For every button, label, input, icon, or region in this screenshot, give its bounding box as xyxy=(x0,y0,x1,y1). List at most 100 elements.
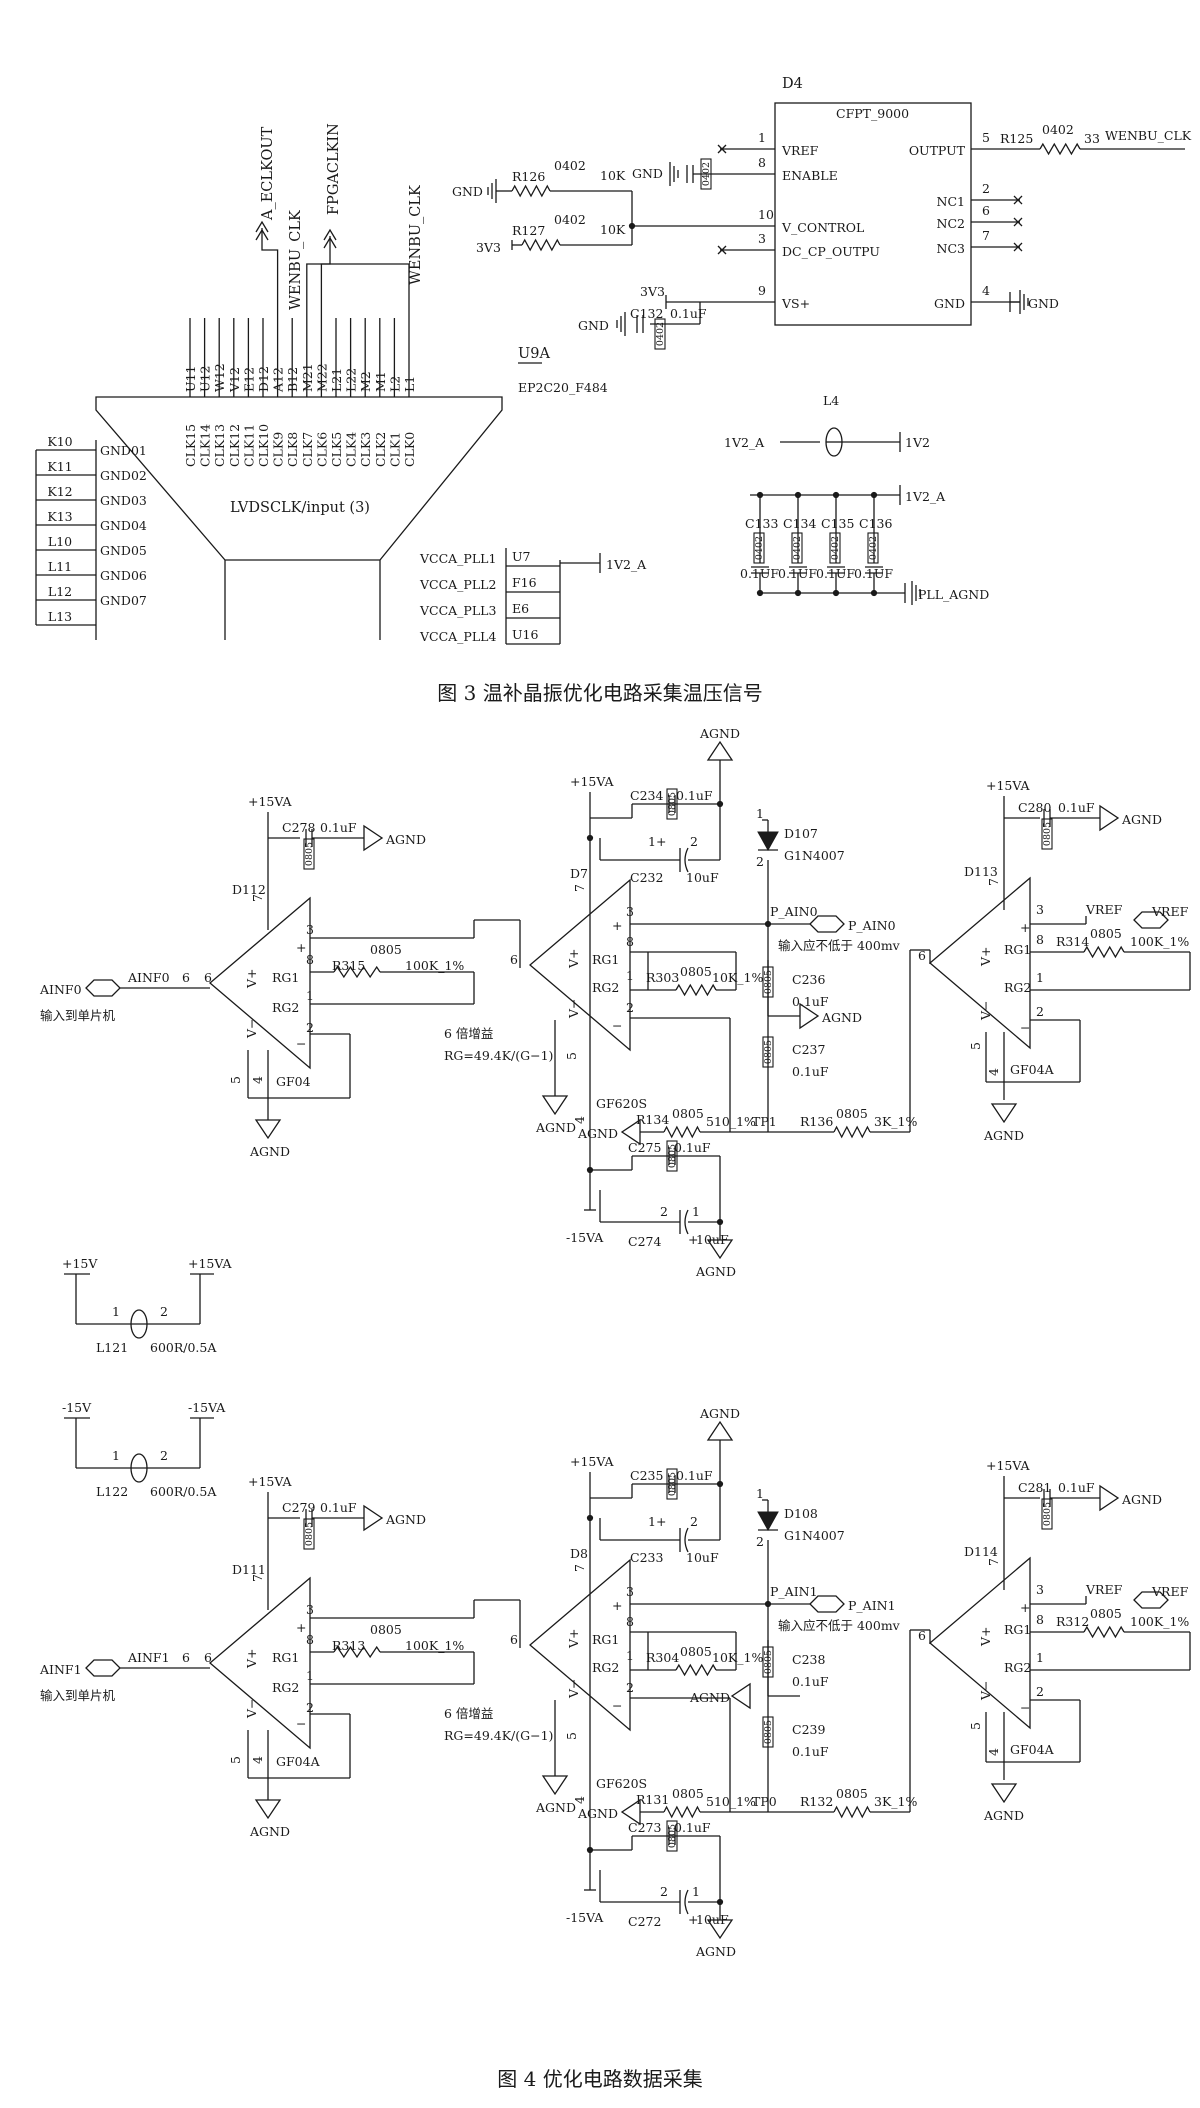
pin-name: V+ xyxy=(978,946,993,967)
fpga-clk-pin: CLK15 xyxy=(183,424,198,467)
ground-icon xyxy=(487,179,497,203)
pin-number: 4 xyxy=(986,1748,1001,1756)
pin-number: 3 xyxy=(306,922,314,937)
capacitor-ref: C279 xyxy=(282,1500,315,1515)
fpga-clk-pin: CLK7 xyxy=(300,432,315,467)
capacitor-polarity: + xyxy=(688,1232,698,1247)
package-tag xyxy=(867,532,879,564)
junction-dot xyxy=(794,491,802,499)
amp-ref: D112 xyxy=(232,882,266,897)
net-label: AGND xyxy=(699,1406,740,1421)
net-label: -15VA xyxy=(566,1910,604,1925)
pin-name: VS+ xyxy=(781,296,810,311)
net-label: GND xyxy=(578,318,609,333)
pin-name: NC3 xyxy=(937,241,966,256)
gain-formula: RG=49.4K/(G−1) xyxy=(444,1728,553,1743)
pin-number: 2 xyxy=(690,834,698,849)
pin-number: 8 xyxy=(306,1632,314,1647)
ferrite-bead-icon xyxy=(130,1453,148,1483)
pin-name: − xyxy=(296,1036,306,1051)
resistor-value: 100K_1% xyxy=(405,1638,464,1653)
package-tag xyxy=(762,1716,774,1748)
package-label: 0805 xyxy=(672,1106,704,1121)
pin-number: 2 xyxy=(690,1514,698,1529)
package-tag xyxy=(666,1140,678,1172)
junction-dot xyxy=(628,222,636,230)
wire xyxy=(717,245,727,255)
resistor-value: 10K_1% xyxy=(712,970,763,985)
net-label: 3V3 xyxy=(640,284,665,299)
net-label: +15VA xyxy=(248,1474,293,1489)
capacitor-ref: C134 xyxy=(783,516,816,531)
pin-number: 5 xyxy=(228,1076,243,1084)
agnd-symbol xyxy=(1099,1484,1120,1512)
capacitor-ref: C278 xyxy=(282,820,315,835)
package-label: 0805 xyxy=(680,1644,712,1659)
pin-name: V− xyxy=(244,1698,259,1719)
net-label: -15VA xyxy=(566,1230,604,1245)
resistor-symbol xyxy=(833,1125,871,1139)
fpga-clock-bank xyxy=(95,396,503,561)
pin-number: 1 xyxy=(626,1648,634,1663)
net-label: WENBU_CLK xyxy=(288,209,304,310)
pin-number: 1 xyxy=(306,1668,314,1683)
pin-name: V+ xyxy=(244,968,259,989)
capacitor-polarity: + xyxy=(688,1912,698,1927)
net-label: +15VA xyxy=(248,794,293,809)
fpga-pin-number: M21 xyxy=(300,363,315,392)
pin-name: V− xyxy=(978,1680,993,1701)
gnd-pin-name: GND07 xyxy=(100,593,147,608)
instrumentation-amp xyxy=(528,1558,631,1732)
amp-part: GF04 xyxy=(276,1074,311,1089)
ground-icon xyxy=(911,581,921,605)
pin-name: VREF xyxy=(781,143,819,158)
pin-name: V− xyxy=(244,1018,259,1039)
pin-number: 6 xyxy=(918,948,926,963)
net-port xyxy=(85,979,121,997)
capacitor-value: 0.1UF xyxy=(740,566,779,581)
pll-pin-name: VCCA_PLL3 xyxy=(419,603,496,618)
package-tag xyxy=(700,158,712,190)
fpga-pin-number: E12 xyxy=(241,367,256,392)
package-tag xyxy=(666,788,678,820)
amp-ref: D8 xyxy=(570,1546,588,1561)
net-label: GND xyxy=(632,166,663,181)
fpga-pin-number: K10 xyxy=(47,434,72,449)
fpga-bank-label: LVDSCLK/input (3) xyxy=(230,500,370,516)
net-label: VREF xyxy=(1085,902,1123,917)
output-buffer-amp xyxy=(928,876,1031,1050)
wire xyxy=(1013,242,1023,252)
pin-name: OUTPUT xyxy=(909,143,966,158)
pin-number: 7 xyxy=(250,894,265,902)
capacitor-value: 0.1uF xyxy=(320,820,357,835)
agnd-symbol xyxy=(706,1919,734,1940)
pin-name: − xyxy=(296,1716,306,1731)
pin-number: 3 xyxy=(1036,1582,1044,1597)
figure-3: LVDSCLK/input (3)U9AEP2C20_F484U11CLK15U… xyxy=(35,76,1192,705)
ground-icon xyxy=(616,312,626,336)
resistor-ref: R304 xyxy=(646,1650,679,1665)
agnd-symbol xyxy=(254,1119,282,1140)
resistor-symbol xyxy=(333,1645,381,1659)
capacitor-ref: C281 xyxy=(1018,1480,1051,1495)
fpga-pin-number: U16 xyxy=(512,627,538,642)
pin-number: 5 xyxy=(228,1756,243,1764)
agnd-symbol xyxy=(730,1682,751,1710)
net-label: P_AIN1 xyxy=(848,1598,896,1613)
junction-dot xyxy=(716,800,724,808)
agnd-symbol xyxy=(363,824,384,852)
resistor-value: 3K_1% xyxy=(874,1114,917,1129)
net-label: AINF1 xyxy=(127,1650,170,1665)
package-label: 0805 xyxy=(667,1144,678,1168)
package-tag xyxy=(666,1820,678,1852)
gain-formula: RG=49.4K/(G−1) xyxy=(444,1048,553,1063)
fpga-pin-number: M2 xyxy=(358,371,373,392)
resistor-value: 10K xyxy=(600,222,626,237)
resistor-symbol xyxy=(675,1663,717,1677)
net-port xyxy=(809,915,845,933)
net-port xyxy=(1133,911,1169,929)
amp-part: GF620S xyxy=(596,1776,647,1791)
resistor-symbol xyxy=(1083,945,1125,959)
